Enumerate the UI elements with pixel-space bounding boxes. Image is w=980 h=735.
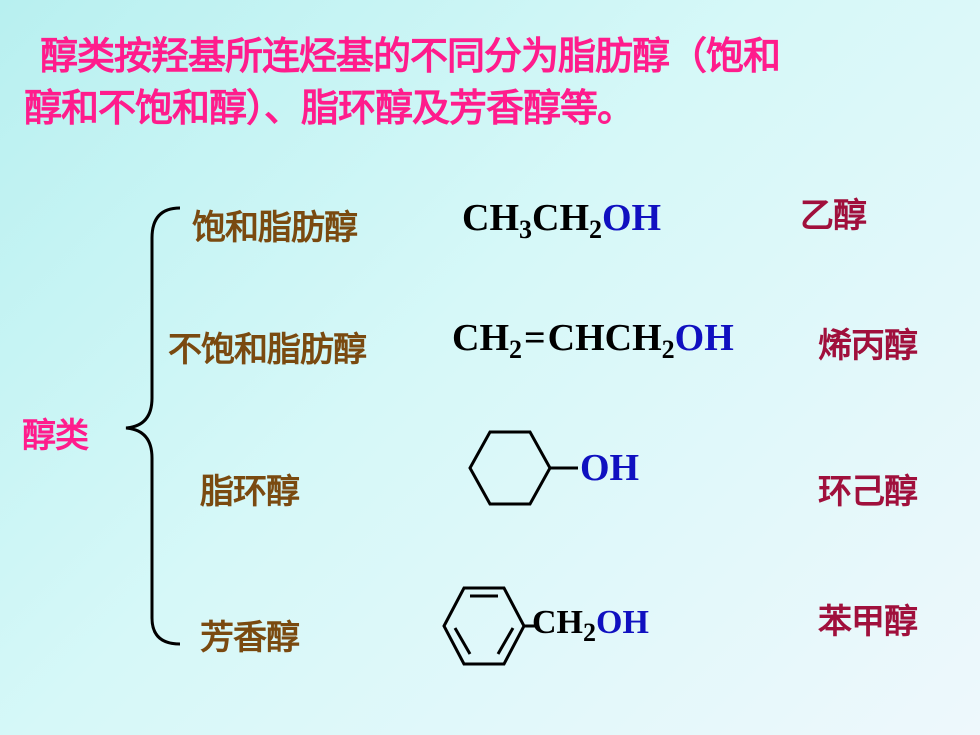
- hydroxyl-group: OH: [674, 317, 734, 359]
- benzene-ring-icon: [442, 586, 536, 666]
- formula-ethanol: CH3CH2OH: [462, 196, 662, 243]
- hydroxyl-group: OH: [602, 197, 662, 239]
- formula-subscript: 2: [509, 335, 522, 364]
- name-allyl-alcohol: 烯丙醇: [818, 326, 918, 366]
- formula-subscript: 2: [583, 618, 596, 647]
- hydroxyl-group: OH: [596, 604, 649, 641]
- double-bond: =: [524, 317, 546, 359]
- formula-subscript: 2: [589, 215, 602, 244]
- formula-cyclohexanol: OH: [580, 446, 639, 490]
- name-cyclohexanol: 环己醇: [818, 472, 918, 512]
- hydroxyl-group: OH: [580, 447, 640, 489]
- formula-part: CH: [532, 197, 589, 239]
- name-benzyl-alcohol: 苯甲醇: [818, 602, 918, 642]
- formula-part: CH: [462, 197, 519, 239]
- category-aromatic: 芳香醇: [200, 618, 300, 658]
- formula-subscript: 3: [519, 215, 532, 244]
- root-label: 醇类: [22, 416, 89, 456]
- formula-benzyl-alcohol: CH2OH: [532, 604, 649, 646]
- name-ethanol: 乙醇: [800, 196, 867, 236]
- title-line-2: 醇和不饱和醇）、脂环醇及芳香醇等。: [24, 86, 635, 130]
- title-line-1: 醇类按羟基所连烃基的不同分为脂肪醇（饱和: [40, 34, 781, 78]
- formula-part: CH: [532, 604, 583, 641]
- formula-subscript: 2: [661, 335, 675, 364]
- category-saturated: 饱和脂肪醇: [192, 208, 358, 248]
- category-unsaturated: 不饱和脂肪醇: [168, 330, 367, 370]
- cyclohexane-ring-icon: [468, 430, 578, 506]
- formula-part: CH: [452, 317, 509, 359]
- slide-title: 醇类按羟基所连烃基的不同分为脂肪醇（饱和 醇和不饱和醇）、脂环醇及芳香醇等。: [24, 30, 944, 134]
- formula-allyl-alcohol: CH2=CHCH2OH: [452, 316, 734, 363]
- formula-part: CHCH: [547, 317, 662, 359]
- classification-brace: [125, 206, 181, 646]
- category-alicyclic: 脂环醇: [200, 472, 300, 512]
